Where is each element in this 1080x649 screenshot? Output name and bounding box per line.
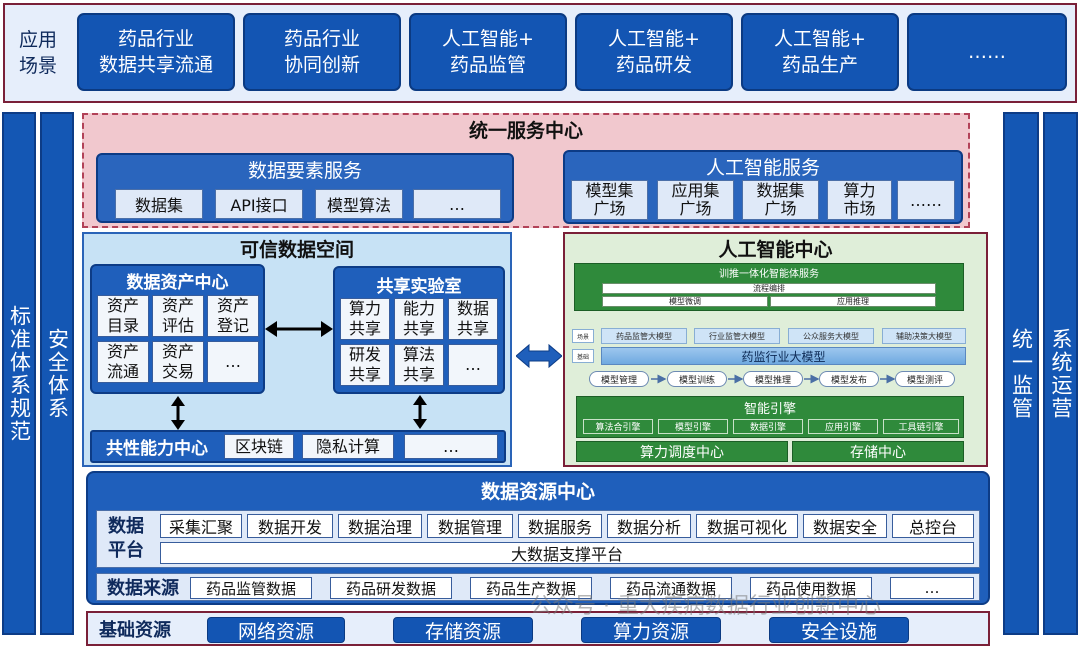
vertical-arrow-icon	[413, 395, 427, 429]
scenario-collab-innovation[interactable]: 药品行业协同创新	[243, 13, 401, 91]
common-more-button[interactable]: …	[404, 434, 498, 459]
pipeline-arrows	[651, 374, 896, 384]
platform-service[interactable]: 数据服务	[518, 514, 602, 538]
ai-service-more-button[interactable]: ……	[897, 180, 955, 220]
platform-visualization[interactable]: 数据可视化	[696, 514, 798, 538]
platform-console[interactable]: 总控台	[892, 514, 974, 538]
double-arrow-icon	[265, 321, 333, 337]
decision-support-model[interactable]: 辅助决策大模型	[882, 328, 966, 344]
lab-more[interactable]: …	[448, 344, 498, 386]
compute-resources[interactable]: 算力资源	[581, 617, 721, 643]
engine-data[interactable]: 数据引擎	[733, 419, 803, 434]
api-button[interactable]: API接口	[215, 189, 303, 219]
source-rnd[interactable]: 药品研发数据	[330, 577, 452, 599]
drug-supervision-model[interactable]: 药品监管大模型	[601, 328, 687, 344]
data-resource-center-title: 数据资源中心	[480, 480, 595, 503]
asset-circulation[interactable]: 资产流通	[97, 341, 149, 383]
trusted-data-space-title: 可信数据空间	[239, 238, 354, 261]
engine-application[interactable]: 应用引擎	[808, 419, 878, 434]
data-service-more-button[interactable]: …	[413, 189, 501, 219]
step-model-evaluation[interactable]: 模型测评	[895, 371, 955, 387]
asset-trading[interactable]: 资产交易	[152, 341, 204, 383]
common-capability-title: 共性能力中心	[106, 438, 208, 459]
asset-evaluation[interactable]: 资产评估	[152, 295, 204, 337]
scenario-more[interactable]: ……	[907, 13, 1067, 91]
engine-model[interactable]: 模型引擎	[658, 419, 728, 434]
scenario-ai-rnd[interactable]: 人工智能+药品研发	[575, 13, 733, 91]
engine-toolchain[interactable]: 工具链引擎	[883, 419, 959, 434]
standards-column: 标准体系规范	[2, 112, 36, 635]
shared-lab-title: 共享实验室	[376, 276, 462, 297]
dataset-square-button[interactable]: 数据集广场	[742, 180, 819, 220]
app-inference[interactable]: 应用推理	[770, 296, 936, 307]
model-square-button[interactable]: 模型集广场	[571, 180, 648, 220]
data-sharing[interactable]: 数据共享	[448, 298, 498, 340]
app-square-button[interactable]: 应用集广场	[657, 180, 734, 220]
operation-column: 系统运营	[1043, 112, 1078, 635]
source-more[interactable]: …	[890, 577, 974, 599]
platform-analysis[interactable]: 数据分析	[607, 514, 691, 538]
compute-scheduling-center[interactable]: 算力调度中心	[576, 441, 788, 462]
industry-supervision-model[interactable]: 行业监管大模型	[694, 328, 780, 344]
data-platform-label: 数据平台	[108, 516, 144, 561]
source-usage[interactable]: 药品使用数据	[750, 577, 872, 599]
engine-algorithm[interactable]: 算法合引擎	[583, 419, 653, 434]
intelligent-engine-title: 智能引擎	[743, 401, 796, 417]
watermark: 公众号 · 重大疾病数据行业创新中心	[530, 594, 881, 619]
base-side-label: 基础	[572, 349, 594, 363]
data-element-service-title: 数据要素服务	[247, 159, 362, 182]
public-service-model[interactable]: 公众服务大模型	[788, 328, 874, 344]
source-supervision[interactable]: 药品监管数据	[190, 577, 312, 599]
scene-side-label: 场景	[572, 329, 594, 343]
data-asset-center-title: 数据资产中心	[126, 272, 229, 293]
step-model-management[interactable]: 模型管理	[589, 371, 649, 387]
train-inference-title: 训推一体化智能体服务	[719, 268, 819, 280]
platform-security[interactable]: 数据安全	[803, 514, 887, 538]
platform-management[interactable]: 数据管理	[427, 514, 513, 538]
blockchain-button[interactable]: 区块链	[224, 434, 294, 459]
platform-collection[interactable]: 采集汇聚	[160, 514, 242, 538]
base-resources-label: 基础资源	[99, 620, 171, 641]
storage-resources[interactable]: 存储资源	[393, 617, 533, 643]
step-model-training[interactable]: 模型训练	[667, 371, 727, 387]
dataset-button[interactable]: 数据集	[115, 189, 203, 219]
source-circulation[interactable]: 药品流通数据	[610, 577, 732, 599]
algorithm-sharing[interactable]: 算法共享	[394, 344, 444, 386]
asset-registration[interactable]: 资产登记	[207, 295, 259, 337]
service-center-title: 统一服务中心	[468, 119, 583, 142]
compute-sharing[interactable]: 算力共享	[340, 298, 390, 340]
asset-more[interactable]: …	[207, 341, 259, 383]
data-source-label: 数据来源	[107, 578, 179, 599]
drug-industry-big-model[interactable]: 药监行业大模型	[601, 347, 966, 365]
bigdata-support-platform[interactable]: 大数据支撑平台	[160, 542, 974, 564]
security-facilities[interactable]: 安全设施	[769, 617, 909, 643]
network-resources[interactable]: 网络资源	[207, 617, 345, 643]
scenario-ai-supervision[interactable]: 人工智能+药品监管	[409, 13, 567, 91]
scenario-label: 应用 场景	[18, 29, 57, 77]
supervision-column: 统一监管	[1003, 112, 1039, 635]
vertical-arrow-icon	[171, 396, 185, 430]
scenario-ai-production[interactable]: 人工智能+药品生产	[741, 13, 899, 91]
privacy-computing-button[interactable]: 隐私计算	[302, 434, 394, 459]
big-double-arrow-icon	[516, 343, 562, 369]
compute-market-button[interactable]: 算力市场	[827, 180, 892, 220]
platform-governance[interactable]: 数据治理	[338, 514, 422, 538]
flow-orchestration[interactable]: 流程编排	[602, 283, 936, 294]
source-production[interactable]: 药品生产数据	[470, 577, 592, 599]
ai-service-title: 人工智能服务	[705, 156, 820, 179]
step-model-release[interactable]: 模型发布	[819, 371, 879, 387]
security-column: 安全体系	[40, 112, 74, 635]
model-finetune[interactable]: 模型微调	[602, 296, 768, 307]
asset-catalog[interactable]: 资产目录	[97, 295, 149, 337]
step-model-inference[interactable]: 模型推理	[743, 371, 803, 387]
model-algorithm-button[interactable]: 模型算法	[315, 189, 403, 219]
rnd-sharing[interactable]: 研发共享	[340, 344, 390, 386]
ai-center-title: 人工智能中心	[718, 238, 833, 261]
storage-center[interactable]: 存储中心	[792, 441, 964, 462]
scenario-data-sharing[interactable]: 药品行业数据共享流通	[77, 13, 235, 91]
platform-development[interactable]: 数据开发	[247, 514, 333, 538]
capability-sharing[interactable]: 能力共享	[394, 298, 444, 340]
